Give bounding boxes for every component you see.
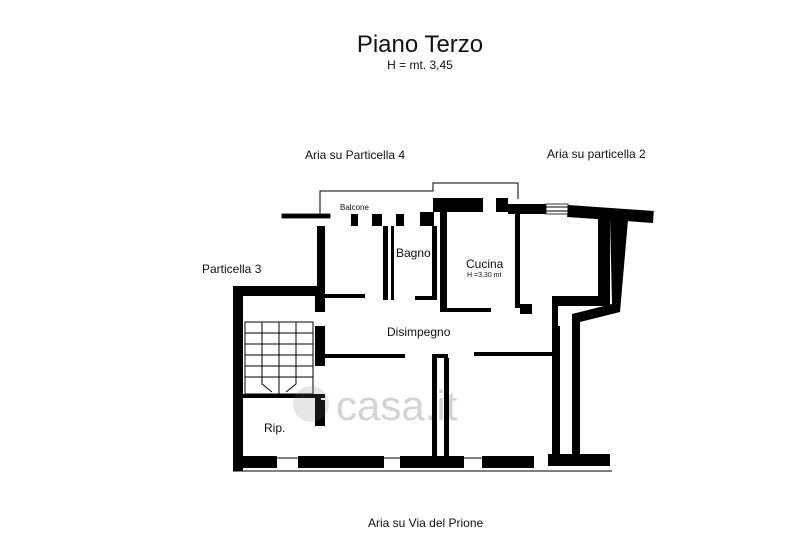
plan-subtitle: H = mt. 3,45 <box>387 58 453 72</box>
label-bathroom: Bagno <box>396 246 431 260</box>
label-kitchen-height: H =3.30 mt <box>467 272 501 279</box>
label-kitchen: Cucina <box>466 257 504 271</box>
east-wall <box>572 217 628 454</box>
plan-title: Piano Terzo <box>357 31 483 58</box>
label-south: Aria su Via del Prione <box>368 516 484 530</box>
label-north-right: Aria su particella 2 <box>547 147 646 161</box>
label-west: Particella 3 <box>202 262 262 276</box>
north-wall <box>281 198 654 226</box>
label-balcony: Balcone <box>340 203 369 212</box>
watermark-logo: casa.it <box>293 382 458 429</box>
south-wall <box>233 454 612 472</box>
label-hallway: Disimpegno <box>387 325 451 339</box>
interior-walls <box>325 212 610 458</box>
label-storage: Rip. <box>264 421 285 435</box>
staircase <box>244 321 314 395</box>
label-north-left: Aria su Particella 4 <box>305 148 405 162</box>
balcony-outline <box>319 182 519 218</box>
storage-walls <box>243 394 325 426</box>
watermark-text: casa.it <box>336 382 458 429</box>
